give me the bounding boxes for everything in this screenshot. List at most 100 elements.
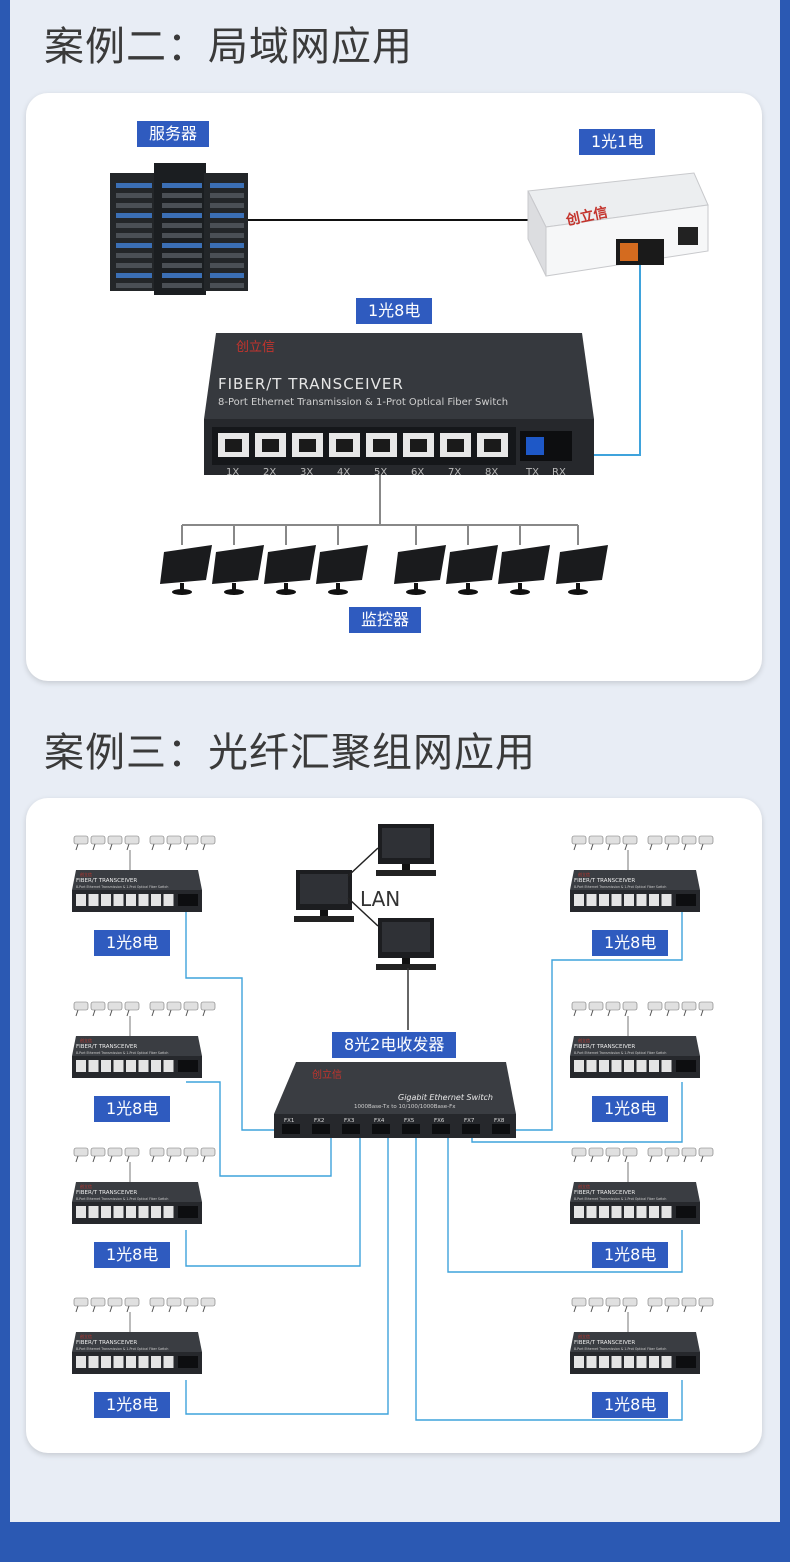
edge-subheading: 8-Port Ethernet Transmission & 1-Prot Op… [76, 885, 168, 889]
monitor-icon [446, 545, 498, 595]
monitor-icon [498, 545, 550, 595]
port-label: 6X [411, 467, 424, 478]
camera-icon [681, 1001, 697, 1011]
computer-icon [376, 824, 436, 876]
camera-icon [149, 1297, 165, 1307]
fx-label: FX8 [494, 1118, 505, 1124]
camera-icon [588, 835, 604, 845]
edge-label: 1光8电 [592, 1242, 669, 1268]
fx-port [432, 1124, 450, 1134]
fiber-cable [574, 263, 641, 456]
edge-heading: FIBER/T TRANSCEIVER [76, 1340, 137, 1346]
case3-diagram: LAN 创立信 Gigabit Ethernet Switch 1000Base… [72, 824, 714, 1421]
edge-label: 1光8电 [94, 930, 171, 956]
camera-icon [183, 1297, 199, 1307]
camera-icon [183, 1147, 199, 1157]
camera-icon [149, 1001, 165, 1011]
media-converter-icon: 创立信 [527, 172, 709, 277]
camera-icon [571, 835, 587, 845]
edge-brand: 创立信 [578, 1183, 590, 1189]
edge-heading: FIBER/T TRANSCEIVER [76, 878, 137, 884]
edge-brand: 创立信 [578, 871, 590, 877]
camera-icon [664, 1001, 680, 1011]
fiber-port-label: RX [552, 467, 566, 478]
monitor-icon [556, 545, 608, 595]
camera-icon [698, 1001, 714, 1011]
server-label: 服务器 [137, 121, 210, 147]
case2-card: 创立信 创立信 FIBER/T TRANSCEIVER 8-Port Ether… [26, 93, 762, 681]
converter-label: 1光1电 [579, 129, 656, 155]
camera-icon [698, 1147, 714, 1157]
edge-heading: FIBER/T TRANSCEIVER [574, 878, 635, 884]
edge-subheading: 8-Port Ethernet Transmission & 1-Prot Op… [76, 1197, 168, 1201]
fx-port [462, 1124, 480, 1134]
fx-port [282, 1124, 300, 1134]
case2-title: 案例二：局域网应用 [44, 24, 413, 70]
camera-icon [664, 835, 680, 845]
port-label: 2X [263, 467, 276, 478]
camera-icon [588, 1001, 604, 1011]
camera-icon [622, 1297, 638, 1307]
camera-icon [90, 1147, 106, 1157]
fiber-switch-icon [204, 333, 594, 475]
monitor-icon [212, 545, 264, 595]
fx-port [342, 1124, 360, 1134]
camera-icon [90, 1001, 106, 1011]
switch-heading: FIBER/T TRANSCEIVER [218, 375, 404, 393]
camera-icon [107, 1001, 123, 1011]
edge-brand: 创立信 [578, 1037, 590, 1043]
monitor-label: 监控器 [349, 607, 422, 633]
switch-brand: 创立信 [236, 340, 275, 355]
camera-icon [183, 835, 199, 845]
camera-icon [664, 1147, 680, 1157]
edge-heading: FIBER/T TRANSCEIVER [574, 1340, 635, 1346]
edge-label: 1光8电 [94, 1242, 171, 1268]
camera-icon [166, 1297, 182, 1307]
computer-icon [294, 870, 354, 922]
camera-icon [149, 1147, 165, 1157]
fx-label: FX5 [404, 1118, 415, 1124]
camera-icon [149, 835, 165, 845]
fx-label: FX2 [314, 1118, 324, 1124]
camera-icon [90, 1297, 106, 1307]
port-label: 1X [226, 467, 239, 478]
fx-port [492, 1124, 510, 1134]
camera-icon [124, 1147, 140, 1157]
fiber-link [185, 1134, 361, 1267]
camera-icon [698, 1297, 714, 1307]
case3-card: LAN 创立信 Gigabit Ethernet Switch 1000Base… [26, 798, 762, 1453]
fiber-links [185, 912, 683, 1421]
camera-icon [166, 1147, 182, 1157]
port-label: 5X [374, 467, 387, 478]
edge-heading: FIBER/T TRANSCEIVER [574, 1190, 635, 1196]
camera-icon [124, 1297, 140, 1307]
camera-icon [622, 1001, 638, 1011]
camera-icon [664, 1297, 680, 1307]
camera-icon [124, 835, 140, 845]
camera-icon [200, 1297, 216, 1307]
camera-icon [73, 1001, 89, 1011]
camera-icon [107, 1147, 123, 1157]
fx-label: FX3 [344, 1118, 355, 1124]
fiber-link [186, 1081, 332, 1177]
edge-subheading: 8-Port Ethernet Transmission & 1-Prot Op… [574, 1347, 666, 1351]
edge-subheading: 8-Port Ethernet Transmission & 1-Prot Op… [574, 885, 666, 889]
fiber-link [447, 1134, 683, 1273]
camera-icon [166, 835, 182, 845]
camera-icon [571, 1297, 587, 1307]
camera-icon [183, 1001, 199, 1011]
camera-icon [698, 835, 714, 845]
camera-icon [124, 1001, 140, 1011]
camera-icon [73, 1297, 89, 1307]
lan-label: LAN [360, 887, 400, 911]
computer-icon [376, 918, 436, 970]
